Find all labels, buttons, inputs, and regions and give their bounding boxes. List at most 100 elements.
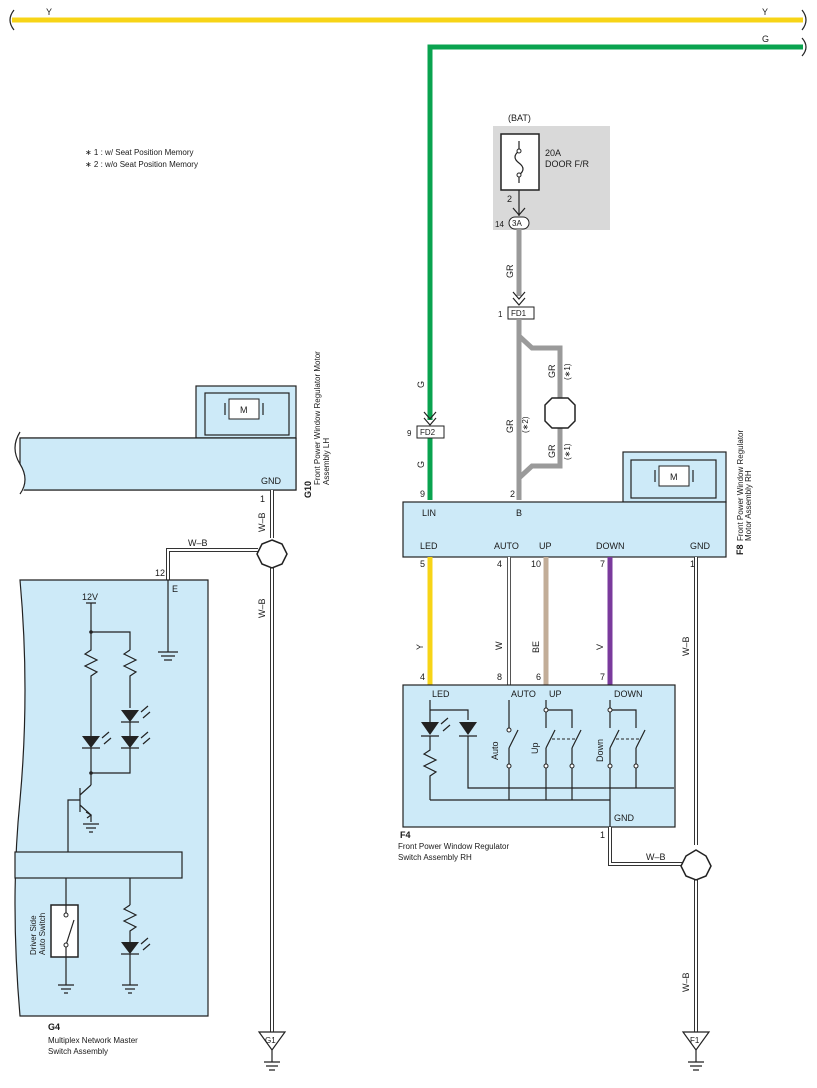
splice-point [544,397,576,429]
g10-id: G10 [303,481,313,498]
f8-up-label: UP [539,541,552,551]
f4-pin: 7 [600,672,605,682]
wire-label-wb: W–B [681,636,691,656]
wire-label-gr: GR [547,364,557,378]
f8-pin: 4 [497,559,502,569]
connector-fd2-label: FD2 [420,428,436,437]
splice-point [256,539,288,569]
f8-led-label: LED [420,541,438,551]
auto-switch-blade [65,919,75,946]
wire-label-y: Y [762,7,768,17]
splice-point [680,849,712,881]
g10-motor-frame [204,392,290,436]
fuse-rating: 20A [545,148,561,158]
double-arrow-icon [512,291,526,306]
junction-dot [89,771,93,775]
f8-b-label: B [516,508,522,518]
wire-label-y: Y [46,7,52,17]
fuse-pin-in: 2 [507,194,512,204]
f8-f4-wires: 5 4 10 7 1 Y W BE V 4 8 6 7 [415,557,695,685]
g4-name-line1: Multiplex Network Master [48,1036,138,1045]
fuse-icon [514,141,524,183]
wire-label-wb: W–B [681,972,691,992]
gr-wire: FD1 1 GR GR (∗1) GR (∗2) GR (∗1) [498,229,576,500]
f8-pin-lin: 9 [420,489,425,499]
wire-label-wb: W–B [257,598,267,618]
led-icon [82,736,100,748]
component-g10: M GND 1 G10 Front Power Window Regulator… [11,351,331,504]
auto-switch-blade [508,729,519,749]
wire-label-g: G [762,34,769,44]
connector-fd2-box [416,425,445,439]
wire-break-right [801,9,807,31]
wire-break-left [9,9,15,31]
f8-name-line1: Front Power Window Regulator [736,430,745,541]
wb-wire [166,548,258,580]
wire-label-wb: W–B [646,852,666,862]
wb-wire-inner [609,827,690,865]
g4-pin-e: 12 [155,568,165,578]
switch-contact [506,727,512,733]
wb-wire-inner [167,549,258,580]
f8-pin-b: 2 [510,489,515,499]
motor-icon [228,398,260,420]
f8-id: F8 [735,544,745,555]
f4-body [402,684,676,828]
f8-auto-label: AUTO [494,541,519,551]
component-g4: 12 E 12V Driver Side Auto Switch [14,568,209,1056]
f4-pin: 1 [600,830,605,840]
fuse-terminal [516,172,522,178]
g-wire-upper [427,44,803,420]
switch-up-label: Up [530,742,540,754]
junction-label: 3A [512,219,522,228]
led-feed [429,700,469,720]
ground-icon [264,1050,280,1071]
transistor-arrow-icon [85,811,93,819]
f8-connector-body [402,501,727,558]
g4-band-leads [65,878,131,905]
switch-contact [607,763,613,769]
switch-down-label: Down [595,739,605,762]
switch-contact [63,942,69,948]
f4-led-label: LED [432,689,450,699]
f8-motor-frame [630,459,717,499]
ground-f1-label: F1 [690,1036,700,1045]
f4-name-line1: Front Power Window Regulator [398,842,509,851]
led-icon [121,736,139,748]
switch-contact [506,763,512,769]
g4-connector-band [14,851,183,879]
gr-wire-branch [517,334,563,480]
g10-break-edge [14,431,26,495]
ground-point-f1 [681,1031,711,1052]
led-rays-icon [140,937,151,951]
f8-lin-label: LIN [422,508,436,518]
diode-icon [459,722,477,735]
wire-label-g: G [416,381,426,388]
component-f4: LED AUTO UP DOWN GND Auto Up [398,684,676,862]
wire-label-be: BE [531,641,541,653]
f8-pin: 7 [600,559,605,569]
f4-up-label: UP [549,689,562,699]
switch-contact [569,763,575,769]
f4-internal-line [467,736,674,789]
led-rays-icon [440,717,451,732]
note-label: (∗1) [563,443,572,460]
y-wire: Y Y [9,7,807,31]
f8-pin: 1 [690,559,695,569]
f4-pin: 4 [420,672,425,682]
g4-led-leads [90,722,131,785]
f8-down-label: DOWN [596,541,625,551]
ground-icon [122,954,138,994]
g4-id: G4 [48,1022,60,1032]
f8-pin: 5 [420,559,425,569]
ground-icon [158,651,178,661]
connector-fd1-label: FD1 [511,309,527,318]
legend-note-2: ∗ 2 : w/o Seat Position Memory [85,160,198,169]
motor-label: M [670,472,678,482]
wire-label-gr: GR [505,264,515,278]
double-arrow-icon [423,411,437,426]
f4-gnd-label: GND [614,813,635,823]
led-rays-icon [140,731,151,745]
f8-name-line2: Motor Assembly RH [744,470,753,541]
lh-ground-wiring: W–B W–B W–B G1 [166,490,288,1071]
